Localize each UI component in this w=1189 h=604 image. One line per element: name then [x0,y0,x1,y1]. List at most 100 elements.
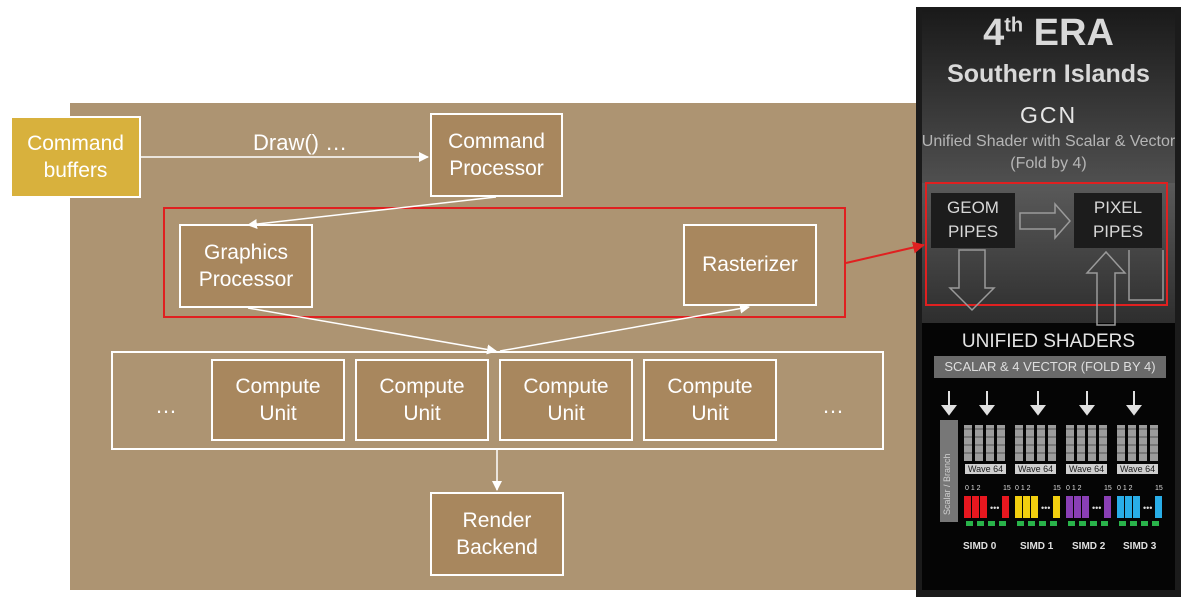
lane-label: 0 1 2 [1066,485,1082,492]
geom-pipes-box: GEOM PIPES [931,193,1015,248]
simd-label: SIMD 0 [963,541,997,552]
ellipsis-right: … [822,393,844,418]
simd-alu-bar [1017,521,1024,526]
wave-label: Wave 64 [1117,464,1159,474]
simd-alu-bar [1090,521,1097,526]
simd-alu-bar [1028,521,1035,526]
scalar-vector-bar: SCALAR & 4 VECTOR (FOLD BY 4) [934,356,1166,378]
simd-lane [1002,496,1009,518]
arch-fold: (Fold by 4) [1010,155,1087,172]
simd-alu-bar [1152,521,1159,526]
simd-alu-bar [966,521,973,526]
simd-label: SIMD 3 [1123,541,1157,552]
wave-label: Wave 64 [1066,464,1108,474]
era-title: 4th ERA [983,12,1114,54]
simd-lane [1023,496,1030,518]
simd-lane [972,496,979,518]
simd-lane [1104,496,1111,518]
vgpr-column [1026,425,1034,461]
codename: Southern Islands [947,60,1150,88]
graphics-processor-box: Graphics Processor [179,224,313,308]
simd-alu-bar [1119,521,1126,526]
pipes-flow-arrows [948,202,1164,326]
lane-label: 15 [1104,485,1112,492]
vgpr-column [1088,425,1096,461]
simd-alu-bar [1141,521,1148,526]
compute-unit-box: Compute Unit [355,359,489,441]
wave-label: Wave 64 [965,464,1007,474]
vgpr-column [1048,425,1056,461]
compute-unit-box: Compute Unit [643,359,777,441]
simd-lane [980,496,987,518]
arch-name: GCN [1019,102,1078,128]
simd-lane [964,496,971,518]
ellipsis-left: … [155,393,177,418]
simd-lane [1066,496,1073,518]
simd-input-arrows [941,391,1142,416]
simd-lane [1082,496,1089,518]
simd-alu-bar [999,521,1006,526]
simd-lane-ellipsis: ••• [1041,503,1050,513]
vgpr-column [1099,425,1107,461]
vgpr-column [986,425,994,461]
simd-alu-bar [1039,521,1046,526]
vgpr-column [1117,425,1125,461]
wave-label: Wave 64 [1015,464,1057,474]
highlight-link-arrow [845,241,925,264]
draw-label: Draw() … [253,130,348,155]
vgpr-column [1077,425,1085,461]
simd-lane [1117,496,1124,518]
simd-alu-bar [1068,521,1075,526]
highlight-frame-left [163,207,846,318]
simd-lane [1015,496,1022,518]
vgpr-column [1015,425,1023,461]
simd-alu-bar [1050,521,1057,526]
unified-shaders-label: UNIFIED SHADERS [961,331,1136,352]
vgpr-column [964,425,972,461]
pixel-pipes-box: PIXEL PIPES [1074,193,1162,248]
lane-label: 0 1 2 [1117,485,1133,492]
simd-lane [1133,496,1140,518]
simd-lane [1031,496,1038,518]
simd-label: SIMD 2 [1072,541,1106,552]
arch-subtitle: Unified Shader with Scalar & Vector [921,133,1176,150]
processor-to-graphics-arrow [247,196,497,229]
compute-to-rasterizer-arrow [499,303,750,352]
lane-label: 15 [1003,485,1011,492]
simd-label: SIMD 1 [1020,541,1054,552]
compute-unit-box: Compute Unit [211,359,345,441]
simd-alu-bar [1130,521,1137,526]
compute-array-frame [111,351,884,450]
simd-alu-bar [1079,521,1086,526]
vgpr-column [1139,425,1147,461]
rasterizer-box: Rasterizer [683,224,817,306]
command-processor-box: Command Processor [430,113,563,197]
simd-lane-ellipsis: ••• [1143,503,1152,513]
simd-lane [1155,496,1162,518]
compute-unit-box: Compute Unit [499,359,633,441]
lane-label: 0 1 2 [1015,485,1031,492]
vgpr-column [1128,425,1136,461]
render-backend-box: Render Backend [430,492,564,576]
vgpr-column [1037,425,1045,461]
vgpr-column [975,425,983,461]
simd-lane-ellipsis: ••• [1092,503,1101,513]
vgpr-column [1066,425,1074,461]
graphics-to-compute-arrow [247,307,497,355]
lane-label: 15 [1053,485,1061,492]
command-buffers-box: Command buffers [10,116,141,198]
era-header-bg [922,10,1175,185]
lane-label: 0 1 2 [965,485,981,492]
simd-alu-bar [1101,521,1108,526]
vgpr-column [997,425,1005,461]
simd-lane [1074,496,1081,518]
simd-lane [1125,496,1132,518]
simd-lane-ellipsis: ••• [990,503,999,513]
simd-lane [1053,496,1060,518]
vgpr-column [1150,425,1158,461]
simd-alu-bar [988,521,995,526]
lane-label: 15 [1155,485,1163,492]
scalar-branch-bar [940,420,958,522]
simd-alu-bar [977,521,984,526]
